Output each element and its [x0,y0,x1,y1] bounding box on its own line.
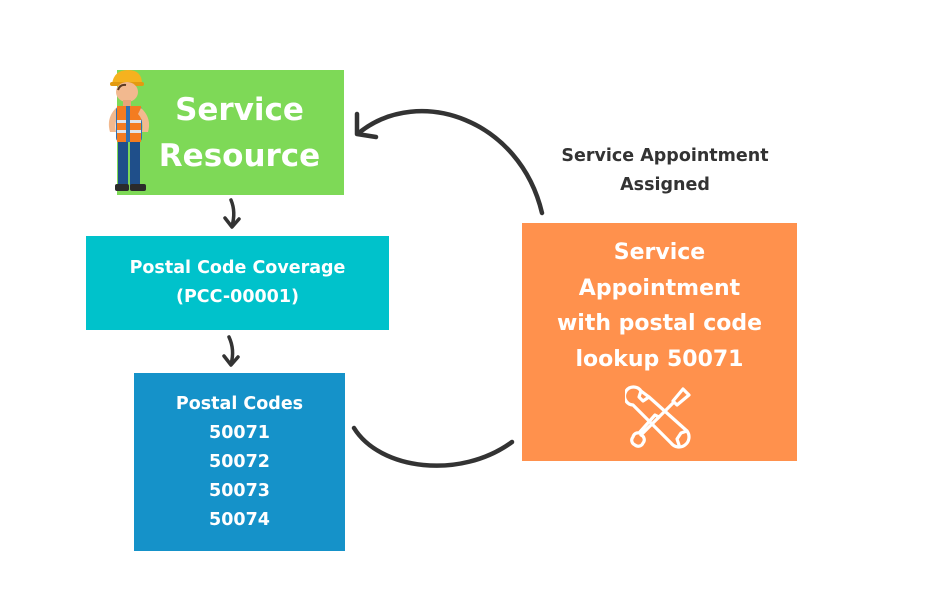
arrow-coverage-to-postal-codes [222,335,240,367]
arrow-appointment-to-resource [354,108,545,216]
postal-codes-box: Postal Codes 50071 50072 50073 50074 [134,373,345,551]
construction-worker-icon [108,70,150,191]
postal-code-coverage-label: Postal Code Coverage (PCC-00001) [129,258,346,307]
service-appointment-label: Service Appointment with postal code loo… [556,240,763,372]
service-resource-box: Service Resource [117,70,344,195]
postal-code-item: 50072 [209,451,270,472]
curve-postal-codes-to-appointment [351,425,515,468]
service-appointment-box: Service Appointment with postal code loo… [522,223,797,461]
postal-code-item: 50073 [209,480,270,501]
service-appointment-assigned-caption: Service Appointment Assigned [561,146,769,195]
postal-code-item: 50071 [209,422,270,443]
service-resource-label: Service Resource [158,91,321,174]
postal-codes-heading: Postal Codes [175,393,304,414]
wrench-screwdriver-icon [624,385,691,449]
arrow-resource-to-coverage [223,198,241,229]
postal-code-item: 50074 [209,509,270,530]
postal-code-coverage-box: Postal Code Coverage (PCC-00001) [86,236,389,330]
